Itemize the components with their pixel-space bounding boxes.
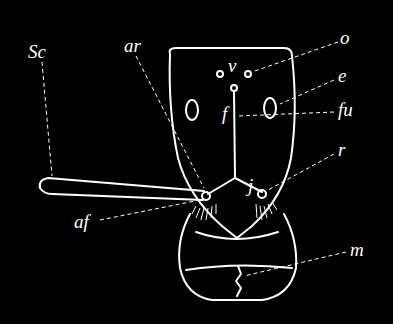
part-label: r — [338, 140, 345, 159]
ocellus — [217, 71, 223, 77]
leader-line — [42, 62, 52, 176]
leader-line — [100, 200, 200, 220]
antenna-scape — [40, 178, 204, 200]
shading — [192, 202, 277, 220]
leader-line — [252, 42, 338, 72]
leader-line — [280, 80, 334, 104]
part-label: v — [228, 56, 236, 75]
compound-eye — [186, 100, 198, 120]
antenna-socket — [202, 192, 210, 200]
head-outline — [170, 48, 295, 238]
leader-line — [136, 56, 204, 188]
leader-line — [268, 154, 334, 190]
mouthparts-outline — [179, 214, 296, 300]
leader-line — [238, 112, 334, 116]
leader-line — [244, 252, 346, 276]
ocellus — [245, 71, 251, 77]
part-label: f — [222, 104, 227, 123]
part-label: Sc — [28, 42, 46, 61]
part-label: o — [340, 28, 350, 47]
part-label: m — [350, 240, 364, 259]
clypeus-line — [196, 232, 278, 239]
antenna-socket — [258, 190, 266, 198]
frontal-suture — [208, 91, 262, 194]
part-label: fu — [338, 100, 353, 119]
leader-lines — [42, 42, 346, 276]
part-label: j — [248, 176, 253, 195]
part-label: e — [338, 66, 346, 85]
mandible-suture — [236, 266, 241, 296]
part-label: ar — [124, 36, 141, 55]
part-label: af — [74, 212, 89, 231]
